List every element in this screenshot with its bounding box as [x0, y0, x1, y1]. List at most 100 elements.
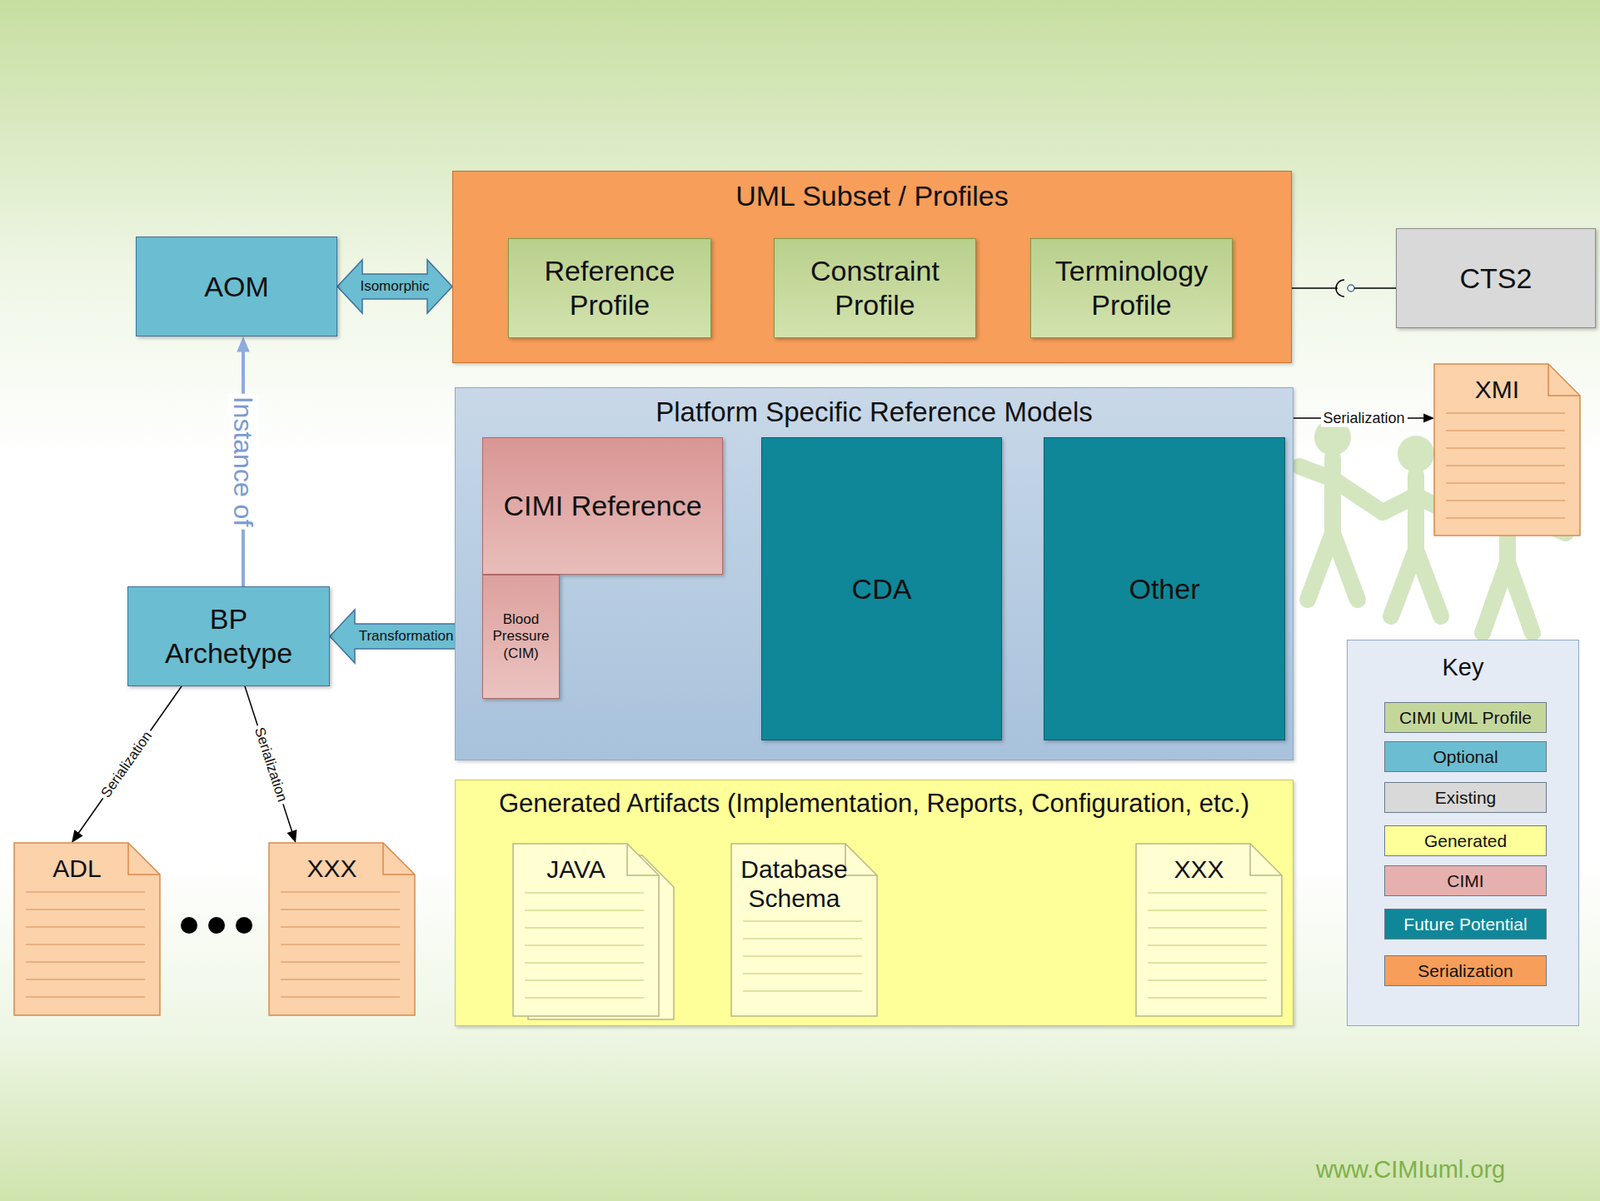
process-box: BP Archetype — [127, 586, 330, 687]
document-icon: XMI — [1434, 363, 1581, 536]
text-line — [1147, 979, 1267, 982]
edge-label: Serialization — [249, 722, 291, 807]
arrowhead — [236, 336, 250, 352]
text-line — [524, 909, 644, 912]
text-line — [742, 937, 863, 940]
node-label: CTS2 — [1403, 261, 1589, 296]
group-title: Platform Specific Reference Models — [460, 396, 1288, 429]
legend-swatch: Serialization — [1384, 955, 1547, 987]
node-label: XMI — [1439, 375, 1556, 405]
process-box: Blood Pressure (CIM) — [482, 574, 560, 699]
document-icon: XXX — [269, 842, 415, 1016]
page-outline — [1136, 843, 1282, 1017]
document-icon: ADL — [14, 842, 160, 1016]
text-line — [1445, 499, 1566, 502]
text-line — [25, 943, 145, 946]
page-fold — [627, 843, 659, 876]
node-label: Other — [1051, 572, 1278, 607]
node-label: Reference Profile — [515, 254, 704, 323]
legend-box: KeyCIMI UML ProfileOptionalExistingGener… — [1346, 639, 1580, 1027]
arrowhead — [71, 829, 84, 843]
connector-line — [1354, 287, 1396, 290]
text-line — [524, 927, 644, 929]
text-line — [280, 996, 400, 998]
process-box: CTS2 — [1395, 228, 1596, 329]
connector-line — [73, 686, 182, 841]
process-box: Constraint Profile — [773, 238, 977, 339]
legend-swatch: CIMI — [1384, 865, 1547, 897]
node-label: XXX — [274, 854, 390, 884]
text-line — [280, 891, 400, 893]
text-line — [280, 961, 400, 963]
text-line — [742, 990, 863, 992]
document-icon: JAVA — [513, 843, 659, 1017]
text-line — [280, 926, 400, 928]
text-line — [280, 978, 400, 981]
legend-label: Serialization — [1417, 960, 1513, 982]
page-fold — [383, 842, 415, 875]
text-line — [1445, 482, 1566, 484]
legend-label: CIMI UML Profile — [1399, 707, 1532, 728]
legend-swatch: Generated — [1384, 825, 1547, 857]
text-line — [25, 961, 145, 963]
legend-label: Optional — [1432, 746, 1498, 768]
node-label: BP Archetype — [158, 602, 300, 671]
text-line — [1147, 892, 1267, 894]
text-line — [280, 908, 400, 911]
text-line — [25, 978, 145, 981]
text-line — [25, 926, 145, 928]
text-line — [1147, 909, 1267, 912]
page-outline — [14, 842, 160, 1016]
node-label: Terminology Profile — [1037, 254, 1226, 323]
connector — [337, 259, 453, 314]
edge-label: Serialization — [1320, 409, 1407, 428]
page-fold — [845, 843, 878, 876]
legend-swatch: Existing — [1384, 782, 1547, 813]
text-line — [25, 996, 145, 998]
page-outline — [513, 843, 659, 1017]
text-line — [1147, 996, 1267, 999]
text-line — [524, 961, 644, 964]
text-line — [1445, 429, 1566, 432]
process-box: CDA — [761, 437, 1002, 741]
process-box: Other — [1043, 437, 1286, 741]
group-panel: Generated Artifacts (Implementation, Rep… — [454, 779, 1294, 1027]
legend-title: Key — [1347, 653, 1579, 682]
text-line — [1445, 517, 1566, 519]
socket-symbol — [1335, 279, 1345, 297]
text-line — [524, 979, 644, 982]
node-label: AOM — [143, 269, 330, 305]
edge-label: Instance of — [228, 393, 260, 530]
text-line — [742, 920, 863, 923]
group-title: UML Subset / Profiles — [458, 179, 1286, 213]
text-line — [524, 892, 644, 894]
ball-symbol — [1347, 284, 1355, 292]
edge-label: Isomorphic — [357, 278, 432, 295]
group-panel: Platform Specific Reference ModelsCIMI R… — [454, 387, 1294, 761]
text-line — [524, 996, 644, 999]
text-line — [524, 944, 644, 947]
text-line — [742, 972, 863, 975]
text-line — [25, 908, 145, 911]
text-line — [25, 891, 145, 893]
text-line — [1445, 447, 1566, 449]
text-line — [742, 955, 863, 958]
process-box: CIMI Reference — [482, 437, 723, 575]
arrowhead — [1423, 413, 1435, 424]
block-arrow — [337, 259, 453, 314]
edge-label: Serialization — [96, 726, 158, 803]
connector — [244, 686, 297, 843]
legend-swatch: CIMI UML Profile — [1384, 702, 1547, 733]
legend-label: Generated — [1424, 830, 1507, 852]
page-outline — [731, 843, 878, 1017]
text-line — [1147, 961, 1267, 964]
process-box: Terminology Profile — [1030, 238, 1233, 339]
node-label: CDA — [768, 572, 995, 607]
node-label: Database Schema — [736, 855, 853, 913]
process-box: Reference Profile — [508, 238, 712, 339]
page-fold — [1548, 363, 1581, 396]
connector — [71, 686, 182, 843]
page-outline — [1434, 363, 1581, 536]
text-line — [280, 943, 400, 946]
footer-url: www.CIMIuml.org — [1315, 1156, 1506, 1184]
